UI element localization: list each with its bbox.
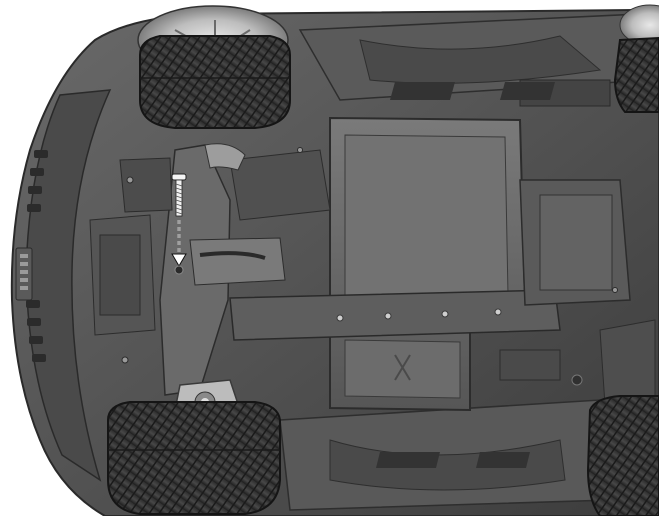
cross-beam	[229, 289, 561, 341]
front-left-wheel	[137, 5, 291, 129]
rear-right-wheel	[586, 395, 659, 516]
front-bumper	[25, 89, 112, 482]
screw-icon	[171, 173, 187, 217]
screw-hole	[174, 265, 184, 275]
floor-logo-mark	[394, 354, 411, 381]
front-grille	[26, 150, 48, 362]
beam-screws	[336, 308, 502, 322]
rear-left-wheel	[613, 4, 659, 113]
front-right-wheel	[107, 401, 281, 515]
dashed-down-arrow-icon	[171, 220, 187, 267]
